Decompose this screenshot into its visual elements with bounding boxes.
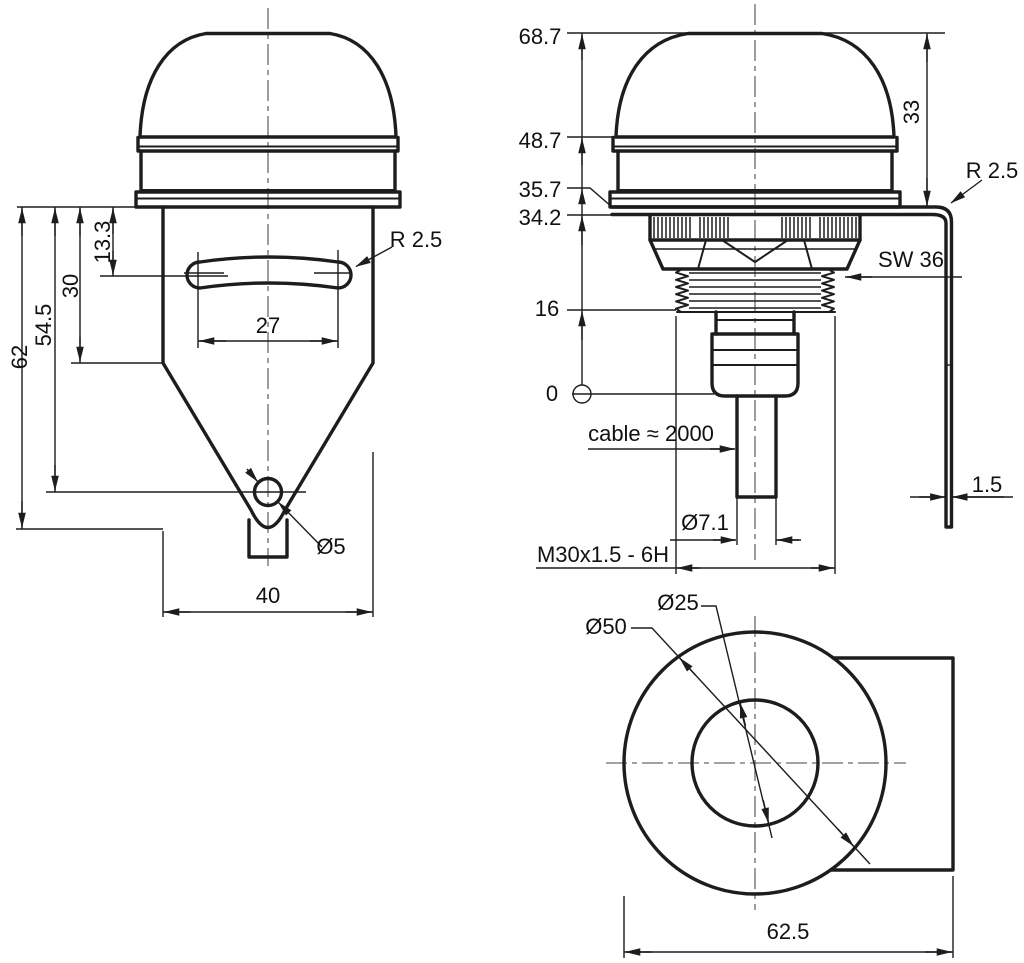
dim-27-label: 27: [255, 313, 281, 338]
lvl-34-2-label: 34.2: [518, 205, 562, 230]
cable-length-label: cable ≈ 2000: [588, 421, 714, 446]
dia-cable-label: Ø7.1: [681, 510, 729, 535]
lvl-16-label: 16: [534, 296, 560, 321]
dia-inner-label: Ø25: [657, 590, 699, 615]
dim-62-5-label: 62.5: [766, 919, 810, 944]
lvl-48-7-label: 48.7: [518, 128, 562, 153]
radius-slot-label: R 2.5: [389, 227, 443, 252]
thread-spec-label: M30x1.5 - 6H: [536, 542, 670, 567]
top-view-drawing: [606, 605, 955, 958]
lvl-68-7-label: 68.7: [518, 24, 562, 49]
lvl-35-7-label: 35.7: [518, 177, 562, 202]
dim-40-label: 40: [255, 583, 281, 608]
dim-54-5-label: 54.5: [31, 303, 56, 347]
dim-13-3-label: 13.3: [90, 220, 115, 264]
dim-62-label: 62: [7, 344, 32, 370]
dia-outer-label: Ø50: [585, 614, 627, 639]
side-view-drawing: [16, 8, 402, 617]
dia-hole-label: Ø5: [316, 534, 346, 559]
wrench-size-label: SW 36: [877, 247, 945, 272]
front-view-drawing: [536, 4, 1013, 574]
lvl-0-label: 0: [545, 381, 559, 406]
dim-33-label: 33: [899, 99, 924, 125]
radius-bracket-label: R 2.5: [965, 158, 1019, 183]
dim-1-5-label: 1.5: [971, 472, 1003, 497]
dim-30-label: 30: [58, 273, 83, 299]
